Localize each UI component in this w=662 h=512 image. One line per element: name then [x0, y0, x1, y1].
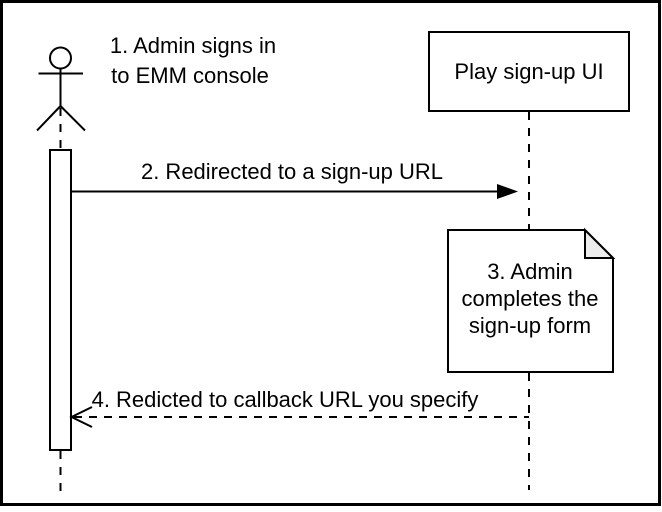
note-label-line3: sign-up form	[469, 313, 591, 338]
message-4-arrowhead-icon	[69, 406, 93, 428]
participant-box	[428, 31, 630, 112]
actor-label-line2: to EMM console	[111, 63, 269, 88]
activation-bar	[49, 149, 72, 451]
actor-icon	[36, 46, 86, 132]
note-label-line1: 3. Admin	[487, 259, 573, 284]
message-2-arrowhead-icon	[497, 184, 518, 199]
note-folded-corner-icon	[584, 227, 616, 259]
note-shape	[447, 229, 614, 373]
participant-label: Play sign-up UI	[454, 59, 603, 84]
note-label-line2: completes the	[462, 286, 599, 311]
actor-leg-right	[59, 105, 86, 132]
message-4-label: 4. Redicted to callback URL you specify	[92, 387, 479, 412]
actor-label-line1: 1. Admin signs in	[110, 33, 276, 58]
actor-leg-left	[36, 105, 62, 132]
message-2-label: 2. Redirected to a sign-up URL	[141, 159, 443, 184]
